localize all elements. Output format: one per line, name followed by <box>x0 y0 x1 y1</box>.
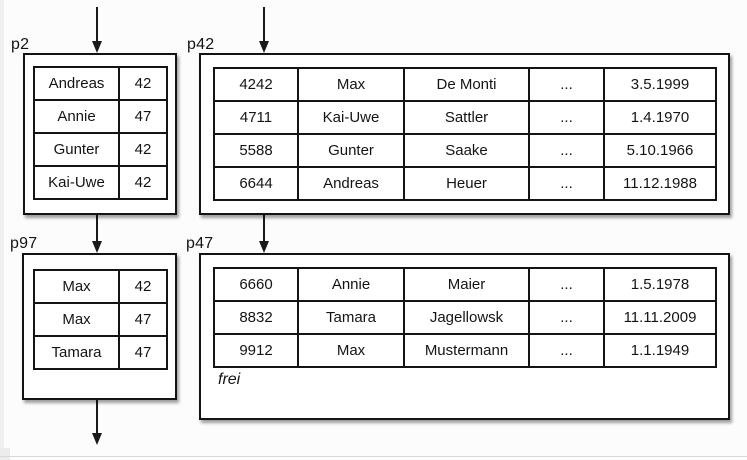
down-arrow-p2-to-p97-icon <box>96 213 98 241</box>
table-cell: 3.5.1999 <box>603 67 717 102</box>
table-cell: 1.5.1978 <box>603 267 717 302</box>
page-label-p42: p42 <box>187 36 215 53</box>
down-arrow-into-p42-icon <box>263 7 265 41</box>
page-bottom-corner-divider <box>0 448 10 460</box>
table-cell: 1.4.1970 <box>603 100 717 135</box>
page-left-edge-divider <box>0 0 4 460</box>
table-cell: Max <box>297 333 405 368</box>
table-cell: Annie <box>297 267 405 302</box>
table-cell: Max <box>33 269 120 304</box>
table-cell: 4711 <box>213 100 299 135</box>
table-cell: Max <box>33 302 120 337</box>
table-cell: 42 <box>118 132 168 167</box>
table-cell: Max <box>297 67 405 102</box>
table-cell: Kai-Uwe <box>297 100 405 135</box>
table-cell: 6644 <box>213 166 299 201</box>
table-cell: 8832 <box>213 300 299 335</box>
table-cell: Maier <box>403 267 530 302</box>
table-cell: Gunter <box>33 132 120 167</box>
table-cell: Andreas <box>33 66 120 101</box>
table-cell: 42 <box>118 269 168 304</box>
table-cell: ... <box>528 100 605 135</box>
table-cell: Sattler <box>403 100 530 135</box>
down-arrow-p42-to-p47-icon <box>263 212 265 241</box>
down-arrow-out-of-p97-icon <box>96 397 98 433</box>
table-cell: 4242 <box>213 67 299 102</box>
table-cell: 47 <box>118 99 168 134</box>
free-space-label: frei <box>218 371 241 388</box>
table-cell: De Monti <box>403 67 530 102</box>
page-label-p2: p2 <box>11 36 30 53</box>
table-cell: 42 <box>118 66 168 101</box>
table-cell: Jagellowsk <box>403 300 530 335</box>
table-cell: 1.1.1949 <box>603 333 717 368</box>
table-cell: 11.11.2009 <box>603 300 717 335</box>
table-cell: 42 <box>118 165 168 200</box>
table-cell: Saake <box>403 133 530 168</box>
table-cell: Gunter <box>297 133 405 168</box>
table-cell: ... <box>528 67 605 102</box>
page-bottom-divider <box>0 456 747 457</box>
table-cell: ... <box>528 300 605 335</box>
table-cell: Mustermann <box>403 333 530 368</box>
table-cell: Annie <box>33 99 120 134</box>
table-cell: ... <box>528 267 605 302</box>
table-cell: Kai-Uwe <box>33 165 120 200</box>
table-cell: 5.10.1966 <box>603 133 717 168</box>
page-label-p47: p47 <box>186 235 214 252</box>
table-cell: 47 <box>118 302 168 337</box>
table-cell: 47 <box>118 335 168 370</box>
table-cell: 11.12.1988 <box>603 166 717 201</box>
table-cell: Heuer <box>403 166 530 201</box>
table-cell: Tamara <box>33 335 120 370</box>
table-cell: ... <box>528 333 605 368</box>
table-cell: Tamara <box>297 300 405 335</box>
table-cell: 5588 <box>213 133 299 168</box>
table-cell: 9912 <box>213 333 299 368</box>
table-cell: ... <box>528 166 605 201</box>
table-cell: ... <box>528 133 605 168</box>
down-arrow-into-p2-icon <box>96 7 98 41</box>
page-label-p97: p97 <box>10 235 38 252</box>
table-cell: 6660 <box>213 267 299 302</box>
table-cell: Andreas <box>297 166 405 201</box>
